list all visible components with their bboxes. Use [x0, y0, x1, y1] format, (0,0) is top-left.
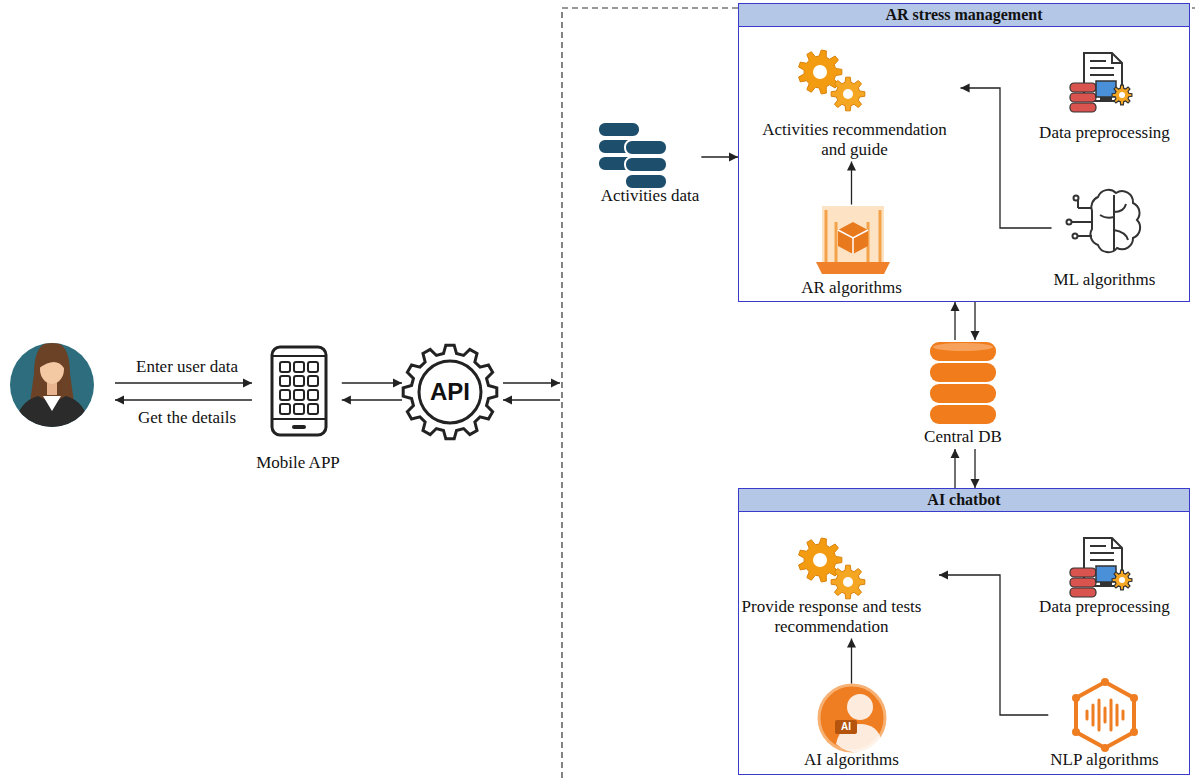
phone-icon [272, 347, 326, 435]
icon-node: AI algorithms [802, 684, 901, 772]
system-boundary [562, 8, 1195, 778]
flow-arrow [939, 575, 1048, 715]
flow-arrow [342, 399, 402, 400]
icon-node: AR algorithms [799, 205, 904, 300]
node-label: AI algorithms [804, 750, 899, 770]
icon-node: Data preprocessing [1037, 535, 1172, 619]
flow-arrow [851, 162, 852, 205]
flow-arrow [342, 382, 402, 383]
free-label: AI [841, 721, 851, 733]
nlp-icon [1072, 678, 1138, 752]
activities-data-icon [598, 122, 667, 189]
icon-node: API [402, 344, 498, 440]
free-label: Enter user data [136, 357, 238, 377]
user-avatar [10, 342, 94, 432]
icon-node: ML algorithms [1052, 190, 1158, 292]
node-label: Activities recommendation and guide [751, 120, 959, 160]
box-heading: AI chatbot [739, 489, 1189, 512]
node-label: Data preprocessing [1039, 123, 1170, 143]
node-label: ML algorithms [1054, 270, 1156, 290]
node-label: API [430, 382, 470, 402]
node-label: AR algorithms [801, 278, 902, 298]
flow-arrow [851, 639, 852, 684]
icon-node: Activities recommendation and guide [749, 56, 961, 162]
api-gear-icon [403, 345, 497, 439]
icon-node: NLP algorithms [1048, 678, 1160, 772]
flow-arrow [954, 302, 955, 340]
node-label: Central DB [924, 427, 1002, 447]
central-db-icon [930, 342, 996, 424]
icon-node: Central DB [922, 340, 1004, 449]
icon-node: Activities data [599, 118, 702, 208]
icon-node: Data preprocessing [1037, 50, 1172, 145]
node-label: NLP algorithms [1050, 750, 1158, 770]
group-box: AR stress managementActivities recommend… [738, 3, 1190, 302]
icon-node: Mobile APP [254, 345, 342, 475]
flow-arrow [974, 302, 975, 340]
free-label: Get the details [138, 408, 236, 428]
node-label: Provide response and tests recommendatio… [726, 597, 937, 637]
flow-arrow [954, 449, 955, 488]
node-label: Activities data [601, 186, 700, 206]
flow-arrow [961, 88, 1052, 228]
flow-arrow [701, 156, 738, 157]
node-label: Data preprocessing [1039, 597, 1170, 617]
group-box: AI chatbotProvide response and tests rec… [738, 488, 1190, 775]
icon-node: Provide response and tests recommendatio… [724, 543, 939, 639]
node-label: Mobile APP [256, 453, 340, 473]
ml-brain-icon [1067, 190, 1141, 252]
box-heading: AR stress management [739, 4, 1189, 27]
flow-arrow [974, 449, 975, 488]
ai-algorithms-icon [819, 685, 885, 752]
ar-algorithms-icon [816, 206, 890, 274]
